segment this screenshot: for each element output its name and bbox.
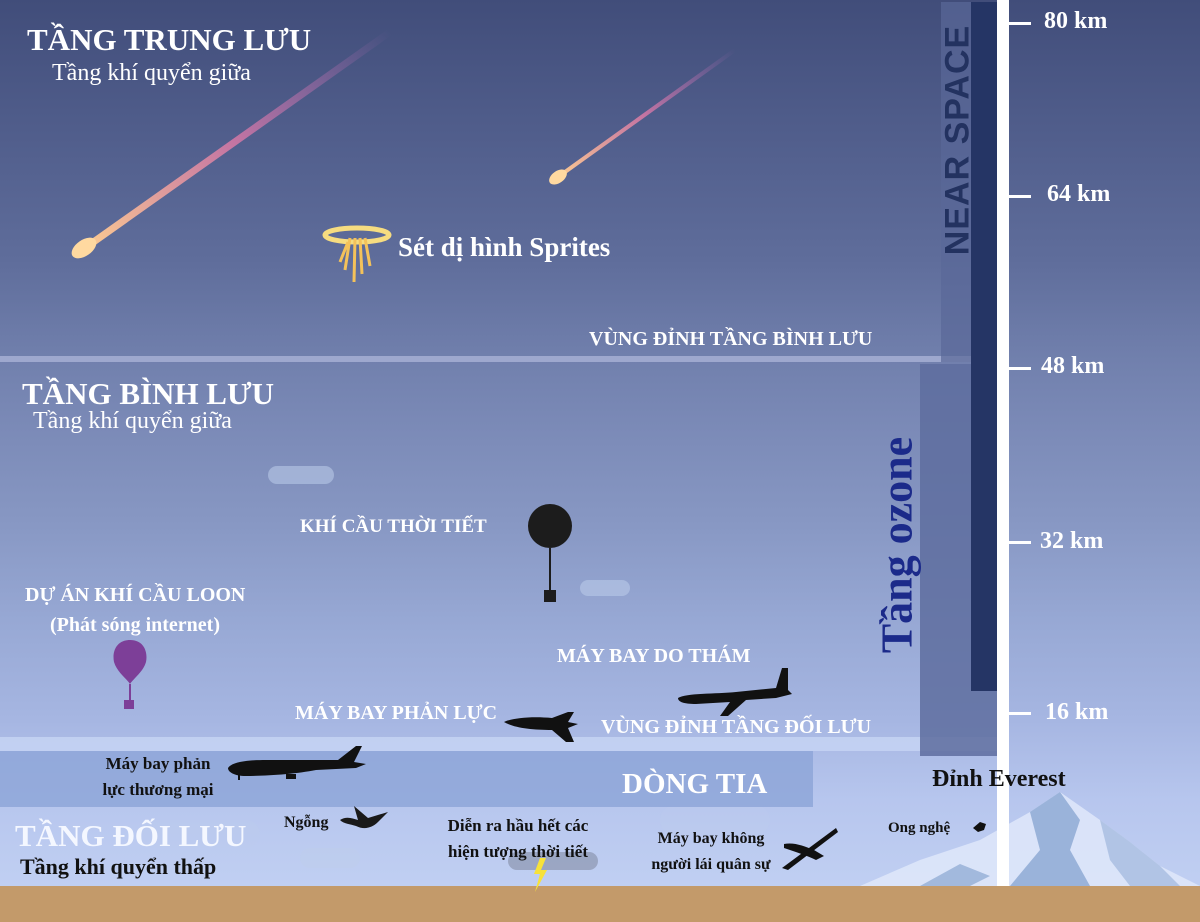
weather-balloon-label: KHÍ CẦU THỜI TIẾT bbox=[300, 516, 487, 537]
goose-icon bbox=[340, 806, 388, 829]
lightning-bolt-icon bbox=[534, 858, 547, 892]
fighter-jet-icon bbox=[504, 712, 578, 742]
near-space-bar bbox=[971, 2, 997, 691]
cloud bbox=[268, 466, 334, 484]
meteor-icon bbox=[71, 28, 737, 259]
drone-label-line1: Máy bay không bbox=[657, 830, 765, 847]
loon-balloon-icon bbox=[113, 640, 147, 709]
tick-16km bbox=[1009, 712, 1031, 715]
tick-48km bbox=[1009, 367, 1031, 370]
spy-plane-icon bbox=[678, 668, 792, 716]
drone-label: Máy bay không người lái quân sự bbox=[640, 826, 782, 878]
loon-label-line1: DỰ ÁN KHÍ CẦU LOON bbox=[25, 584, 246, 606]
stratosphere-subtitle: Tầng khí quyển giữa bbox=[33, 408, 232, 434]
drone-label-line2: người lái quân sự bbox=[651, 856, 771, 873]
weather-label-line2: hiện tượng thời tiết bbox=[447, 842, 588, 861]
near-space-shade bbox=[941, 2, 971, 362]
near-space-label: NEAR SPACE bbox=[938, 24, 977, 256]
goose-label: Ngỗng bbox=[284, 814, 329, 831]
troposphere-subtitle: Tầng khí quyển thấp bbox=[20, 854, 217, 879]
stratopause-line bbox=[0, 356, 1000, 362]
loon-label-line2: (Phát sóng internet) bbox=[50, 614, 220, 636]
commercial-airliner-icon bbox=[228, 746, 366, 780]
spy-plane-label: MÁY BAY DO THÁM bbox=[557, 645, 751, 667]
fighter-jet-label: MÁY BAY PHẢN LỰC bbox=[295, 702, 498, 724]
ozone-layer-label: Tầng ozone bbox=[872, 436, 922, 654]
tropopause-band bbox=[0, 737, 1000, 751]
tick-64km bbox=[1009, 195, 1031, 198]
jet-stream-band bbox=[0, 751, 813, 807]
stratosphere-title: TẦNG BÌNH LƯU bbox=[22, 376, 275, 411]
cloud bbox=[580, 580, 630, 596]
jet-stream-label: DÒNG TIA bbox=[622, 768, 768, 800]
stratopause-label: VÙNG ĐỈNH TẦNG BÌNH LƯU bbox=[589, 328, 873, 350]
tropopause-label: VÙNG ĐỈNH TẦNG ĐỐI LƯU bbox=[601, 716, 872, 738]
tick-label-80km: 80 km bbox=[1044, 8, 1108, 34]
weather-label-line1: Diễn ra hầu hết các bbox=[447, 816, 589, 835]
altitude-scale bbox=[997, 0, 1009, 886]
bumblebee-label: Ong nghệ bbox=[888, 820, 951, 836]
airliner-label: Máy bay phản lực thương mại bbox=[92, 751, 224, 803]
troposphere-title: TẦNG ĐỐI LƯU bbox=[15, 818, 247, 853]
everest-label: Đỉnh Everest bbox=[932, 766, 1066, 792]
mesosphere-title: TẦNG TRUNG LƯU bbox=[27, 22, 312, 57]
ground bbox=[0, 886, 1200, 922]
mesosphere-subtitle: Tầng khí quyển giữa bbox=[52, 60, 251, 86]
airliner-label-line1: Máy bay phản bbox=[105, 754, 211, 773]
cloud bbox=[140, 820, 260, 848]
sprites-label: Sét dị hình Sprites bbox=[398, 232, 611, 262]
cloud bbox=[300, 848, 360, 868]
weather-label: Diễn ra hầu hết các hiện tượng thời tiết bbox=[432, 813, 604, 865]
everest-mountain-icon bbox=[860, 792, 1200, 886]
storm-cloud bbox=[508, 852, 598, 870]
tick-80km bbox=[1009, 22, 1031, 25]
weather-balloon-icon bbox=[528, 504, 572, 602]
cloud bbox=[660, 805, 770, 835]
tick-label-16km: 16 km bbox=[1045, 699, 1109, 725]
bumblebee-icon bbox=[973, 822, 986, 832]
sprite-lightning-icon bbox=[322, 225, 392, 283]
military-drone-icon bbox=[782, 828, 838, 870]
tick-label-64km: 64 km bbox=[1047, 181, 1111, 207]
tick-label-32km: 32 km bbox=[1040, 528, 1104, 554]
airliner-label-line2: lực thương mại bbox=[102, 780, 214, 799]
tick-label-48km: 48 km bbox=[1041, 353, 1105, 379]
tick-32km bbox=[1009, 541, 1031, 544]
